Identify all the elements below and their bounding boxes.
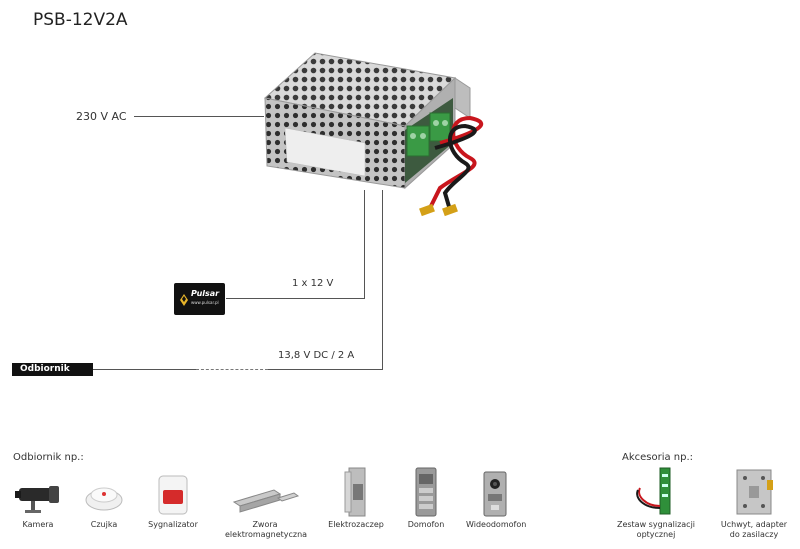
receiver-item-label: Czujka	[90, 520, 118, 529]
ac-input-line	[134, 116, 264, 117]
siren-icon	[158, 475, 188, 515]
accessory-item-label: Uchwyt, adapter do zasilaczy	[720, 520, 788, 539]
diagram-title: PSB-12V2A	[33, 10, 128, 30]
receiver-item-intercom: Domofon	[400, 466, 452, 530]
battery-vertical-line	[364, 190, 365, 298]
intercom-icon	[415, 467, 437, 517]
receiver-item-label: Domofon	[407, 520, 445, 529]
accessory-item-signaling: Zestaw sygnalizacji optycznej	[614, 466, 698, 540]
output-line-left	[93, 369, 196, 370]
signaling-kit-icon	[636, 467, 671, 515]
output-line-right	[268, 369, 383, 370]
smoke-detector-icon	[85, 487, 123, 511]
pulsar-brand-text: Pulsar	[191, 289, 220, 298]
receiver-badge: Odbiornik	[12, 363, 93, 376]
receiver-item-label: Kamera	[22, 520, 54, 529]
output-vertical-line	[382, 190, 383, 370]
output-label: 13,8 V DC / 2 A	[278, 350, 355, 361]
battery-label: 1 x 12 V	[292, 278, 334, 289]
receiver-item-strike: Elektrozaczep	[326, 466, 386, 530]
accessories-heading: Akcesoria np.:	[622, 452, 694, 463]
accessory-item-bracket: Uchwyt, adapter do zasilaczy	[718, 466, 790, 540]
pulsar-url-text: www.pulsar.pl	[191, 300, 219, 305]
camera-icon	[15, 486, 59, 513]
receiver-item-video-intercom: Wideodomofon	[466, 470, 527, 530]
receiver-item-detector: Czujka	[76, 478, 132, 530]
receiver-item-label: Elektrozaczep	[328, 520, 384, 529]
power-supply-image	[263, 52, 484, 217]
ac-input-label: 230 V AC	[76, 110, 127, 123]
mounting-bracket-icon	[736, 469, 773, 515]
receiver-item-label: Zwora elektromagnetyczna	[225, 520, 308, 539]
pulsar-logo-icon	[180, 294, 188, 306]
receiver-item-siren: Sygnalizator	[145, 472, 201, 530]
receiver-item-magnet: Zwora elektromagnetyczna	[225, 484, 308, 540]
electric-strike-icon	[344, 467, 366, 517]
receiver-item-label: Wideodomofon	[466, 520, 527, 529]
video-intercom-icon	[483, 471, 507, 517]
battery-line	[226, 298, 365, 299]
accessory-item-label: Zestaw sygnalizacji optycznej	[616, 520, 696, 539]
battery-pulsar: Pulsar www.pulsar.pl	[174, 283, 225, 315]
receiver-item-label: Sygnalizator	[148, 520, 198, 529]
magnetic-lock-icon	[232, 489, 300, 513]
output-line-dashed	[196, 369, 268, 370]
receivers-heading: Odbiornik np.:	[13, 452, 84, 463]
receiver-item-camera: Kamera	[8, 478, 68, 530]
